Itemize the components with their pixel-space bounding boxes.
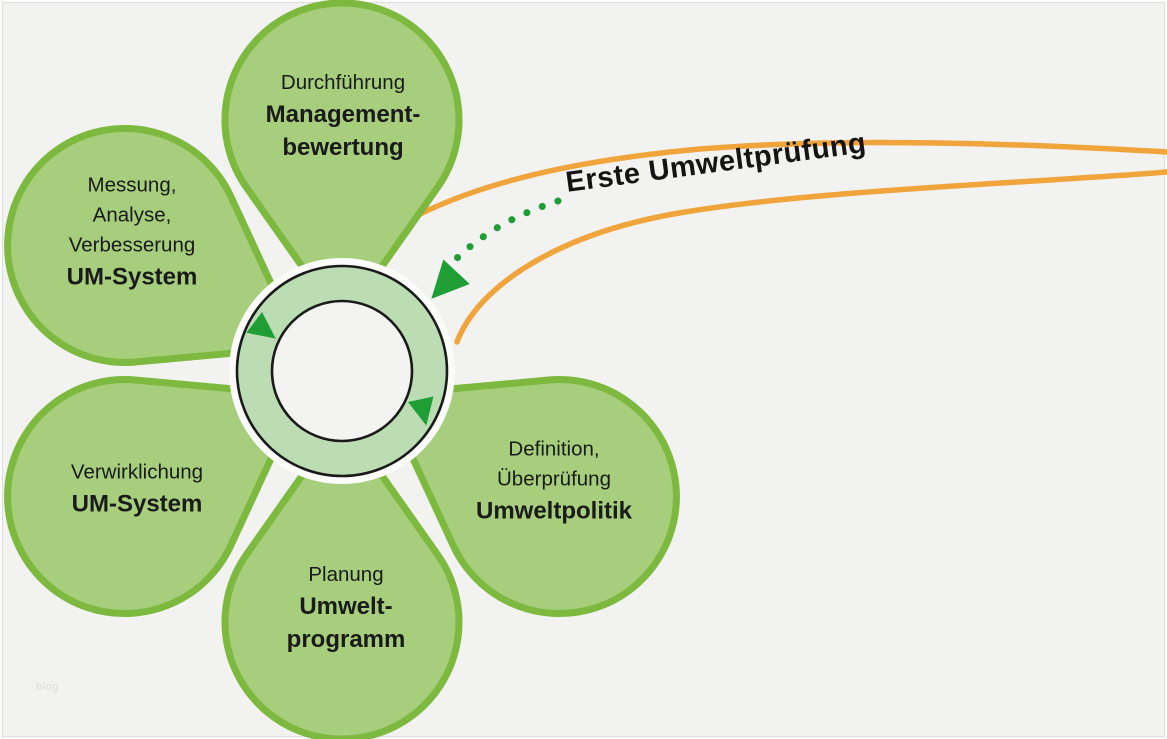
petal-line: UM-System [66, 263, 198, 291]
ring-flow-arrow-left-icon [246, 311, 276, 339]
petal-shape-implementation[interactable] [0, 294, 359, 657]
petal-line: Analyse, [92, 203, 172, 227]
petal-line: UM-System [71, 490, 203, 518]
ring-inner-circle [270, 299, 414, 443]
petal-line: Verwirklichung [70, 460, 204, 484]
petal-label-environmental-programme[interactable]: Planung Umwelt- programm [287, 560, 406, 656]
watermark-text: blog [36, 681, 59, 693]
swoosh-upper-curve [417, 139, 1167, 217]
petal-label-environmental-policy[interactable]: Definition, Überprüfung Umweltpolitik [476, 435, 632, 528]
initial-review-swoosh [417, 139, 1167, 345]
petal-line: Umweltpolitik [475, 497, 633, 525]
petal-shape-measurement-analysis[interactable] [0, 86, 359, 449]
petal-line: Verbesserung [68, 233, 196, 257]
petal-label-implementation[interactable]: Verwirklichung UM-System [71, 458, 203, 521]
petal-line: Umwelt- [299, 593, 393, 620]
petal-line: Definition, [508, 437, 600, 461]
petal-label-measurement-analysis[interactable]: Messung, Analyse, Verbesserung UM-System [67, 171, 198, 294]
petal-line: Management- [265, 101, 421, 128]
dotted-arrow-head-icon [431, 259, 470, 299]
petals-group [0, 0, 719, 739]
initial-review-dotted-arrow [431, 197, 562, 299]
petal-shape-management-review[interactable] [221, 0, 463, 327]
petal-line: bewertung [282, 134, 404, 161]
dotted-arrow-path [448, 197, 562, 267]
petal-label-management-review[interactable]: Durchführung Management- bewertung [266, 68, 421, 164]
petal-line: programm [286, 626, 406, 653]
petal-line: Durchführung [280, 71, 406, 94]
petal-line: Überprüfung [497, 467, 611, 491]
petal-line: Planung [308, 563, 384, 586]
petal-shape-environmental-policy[interactable] [325, 294, 719, 657]
ring-flow-arrow-right-icon [407, 396, 434, 426]
petal-line: Messung, [87, 173, 177, 197]
center-ring [235, 264, 449, 478]
swoosh-lower-curve [454, 169, 1167, 345]
